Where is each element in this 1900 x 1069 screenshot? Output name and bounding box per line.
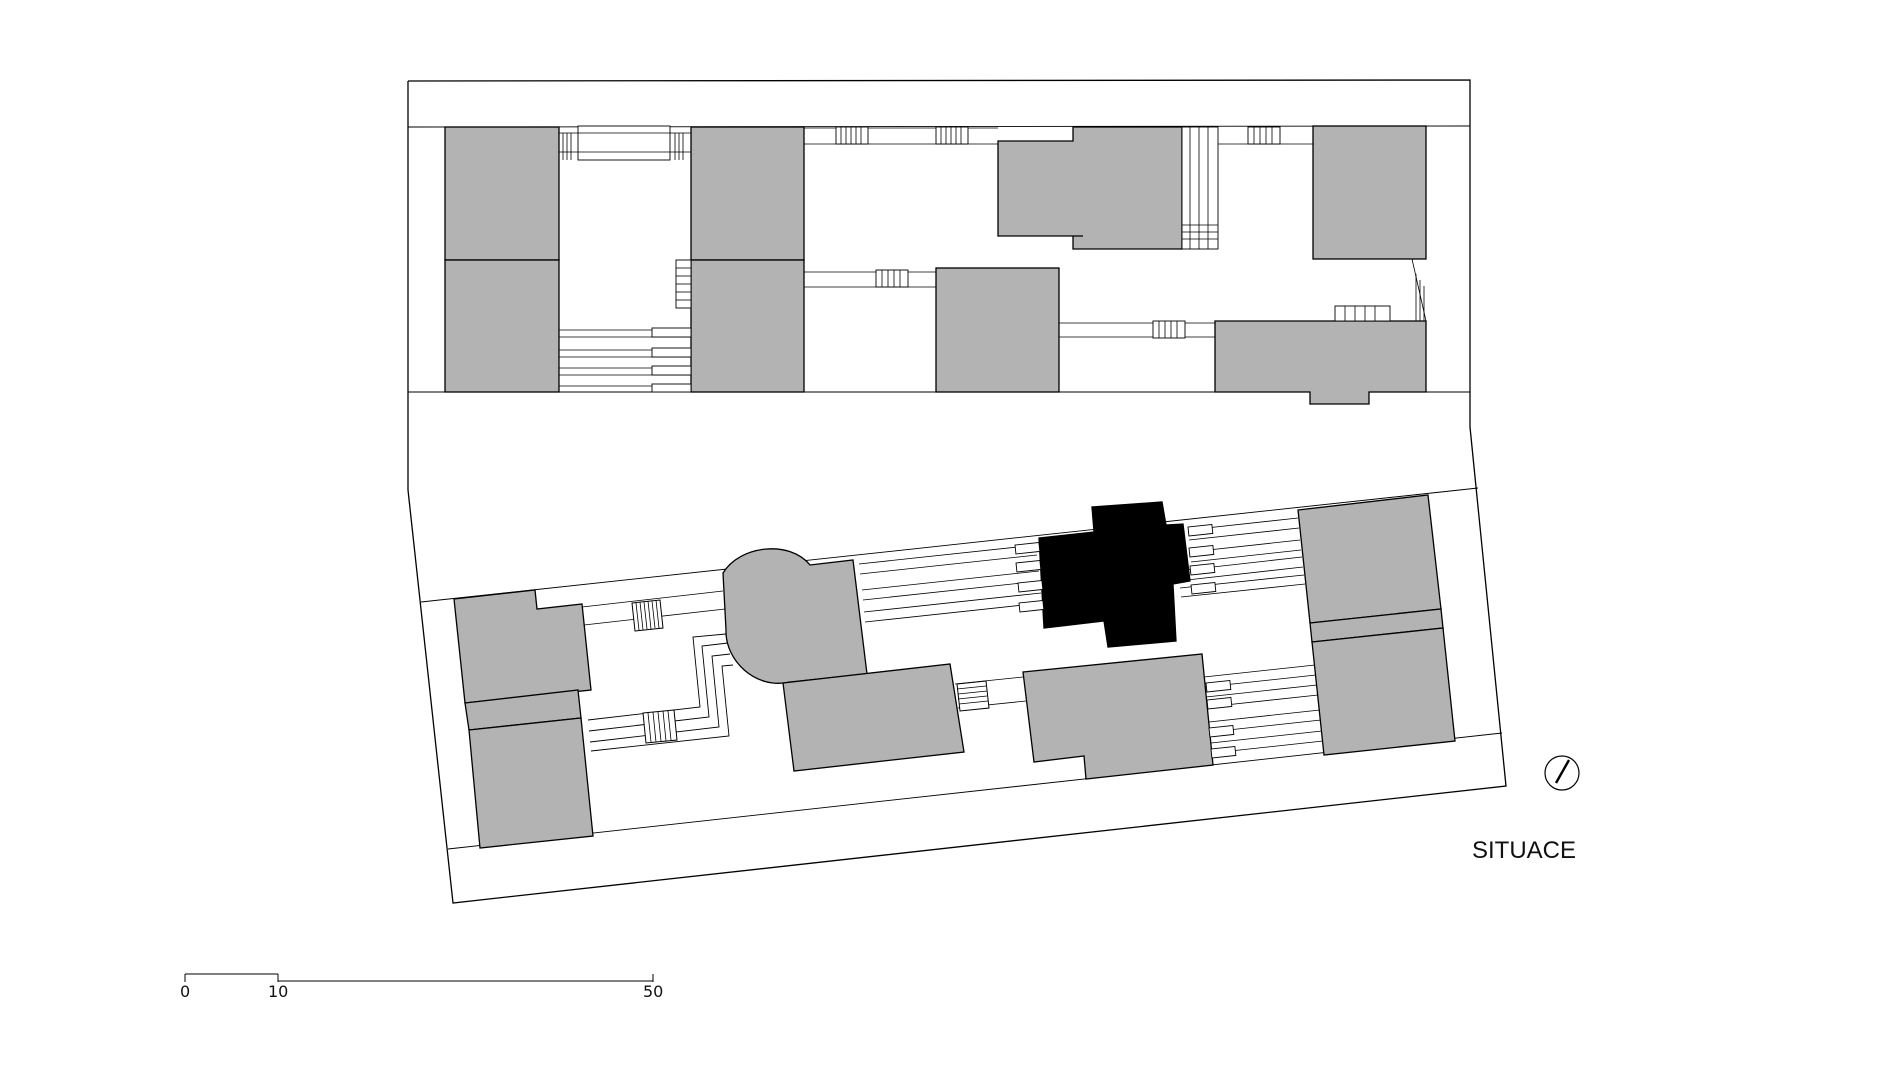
scale-tick-50: 50 xyxy=(643,982,663,1001)
south-parcel xyxy=(407,426,1507,904)
south-building-6c xyxy=(1311,627,1456,756)
north-lot-outline xyxy=(407,79,1471,490)
south-lot-outline xyxy=(407,426,1507,904)
north-building-4 xyxy=(1312,125,1427,260)
south-building-6a xyxy=(1297,494,1442,624)
north-building-2a xyxy=(690,126,805,261)
north-building-2b xyxy=(690,259,805,393)
north-building-1a xyxy=(444,126,560,261)
north-building-3 xyxy=(997,126,1183,250)
south-building-1a xyxy=(453,589,592,704)
south-building-2-round xyxy=(722,548,868,684)
scale-bar: 0 10 50 xyxy=(180,973,663,1001)
south-building-5 xyxy=(1022,653,1214,780)
south-building-4-highlighted xyxy=(1038,501,1191,648)
north-arrow-icon xyxy=(1544,755,1580,791)
south-walkways xyxy=(581,517,1324,759)
north-walkways xyxy=(559,125,1427,393)
scale-tick-10: 10 xyxy=(268,982,288,1001)
north-building-5 xyxy=(935,267,1060,393)
south-building-3 xyxy=(782,663,965,772)
north-building-1b xyxy=(444,259,560,393)
north-building-6 xyxy=(1214,320,1427,405)
north-parcel xyxy=(407,79,1471,490)
plan-title: SITUACE xyxy=(1472,837,1576,864)
south-building-1c xyxy=(468,717,594,849)
south-street-line-top xyxy=(420,487,1479,603)
scale-tick-0: 0 xyxy=(180,982,190,1001)
